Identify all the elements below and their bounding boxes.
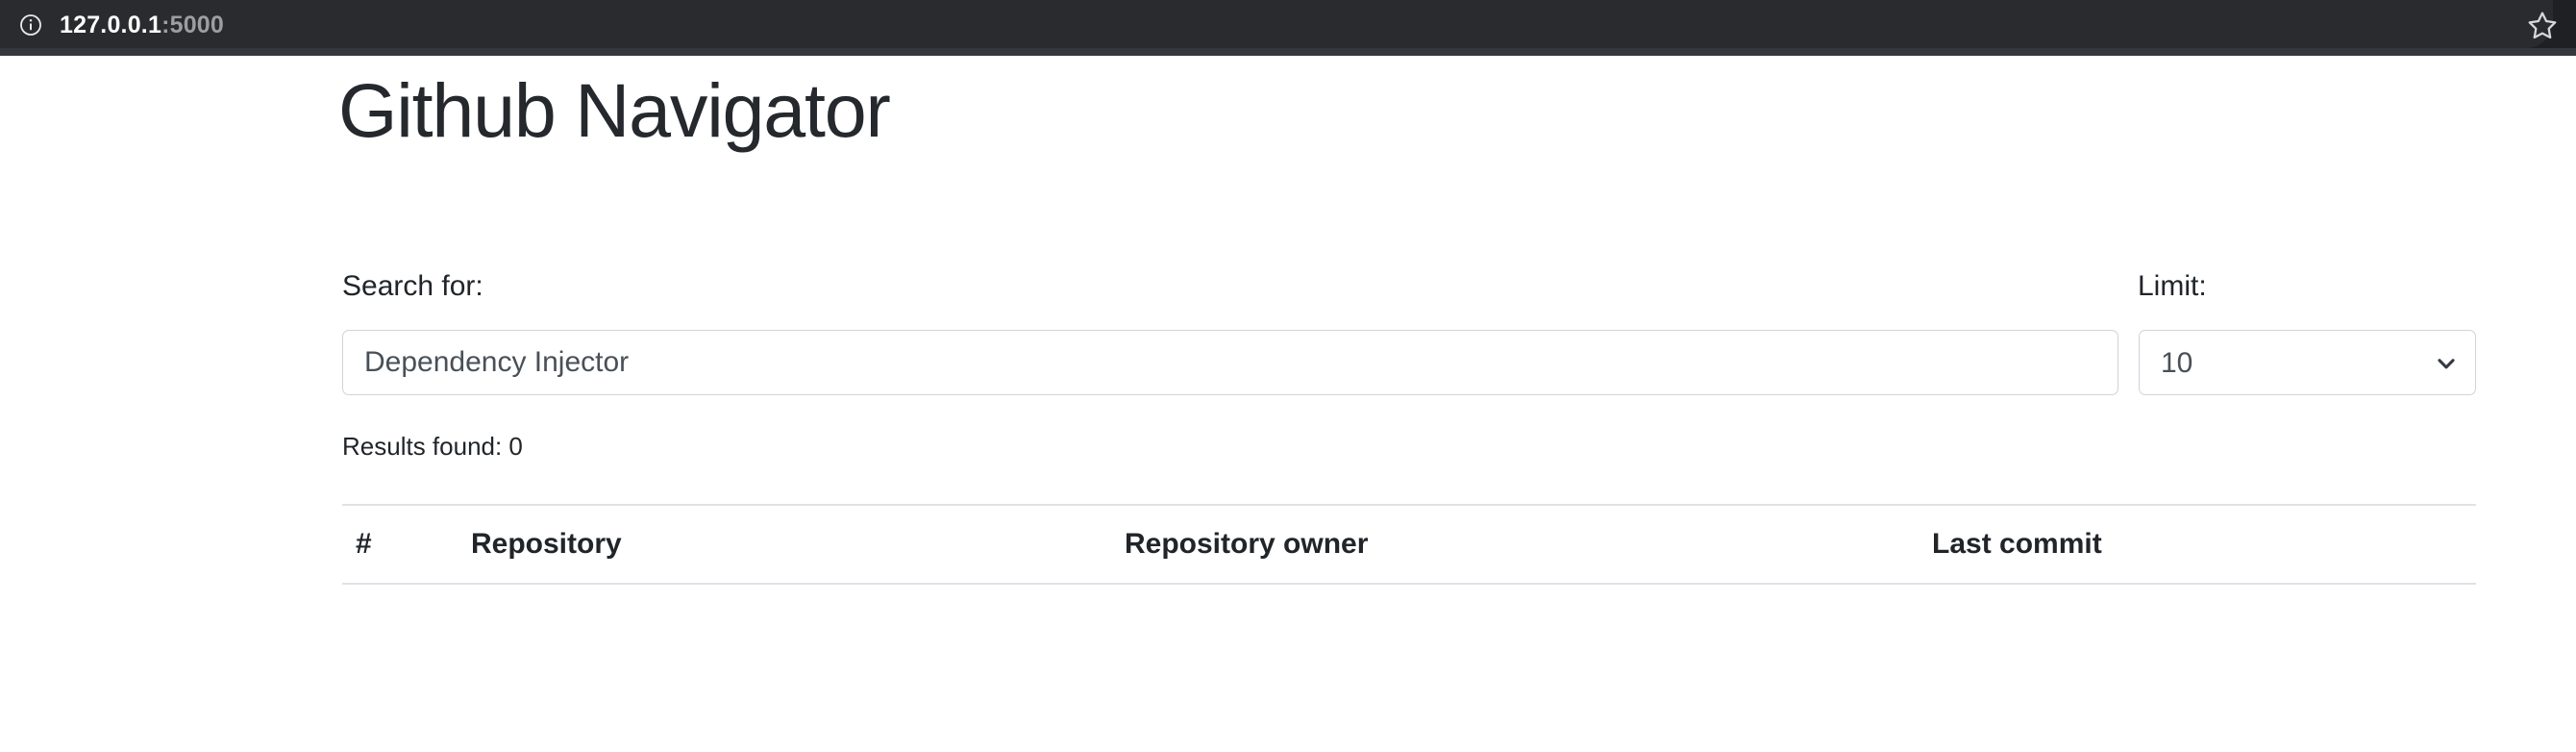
browser-toolbar: 127.0.0.1:5000	[0, 0, 2576, 56]
table-header-row: # Repository Repository owner Last commi…	[342, 504, 2476, 585]
results-table-head: # Repository Repository owner Last commi…	[342, 504, 2476, 585]
column-header-last-commit: Last commit	[1919, 504, 2476, 585]
limit-select[interactable]: 51020	[2139, 330, 2476, 395]
address-bar[interactable]: 127.0.0.1:5000	[0, 0, 2553, 48]
column-header-repository-owner: Repository owner	[1111, 504, 1919, 585]
limit-select-wrapper[interactable]: 51020	[2139, 330, 2476, 395]
search-input[interactable]	[342, 330, 2118, 395]
column-header-repository: Repository	[458, 504, 1111, 585]
page-title: Github Navigator	[338, 67, 891, 153]
url-host: 127.0.0.1	[60, 12, 162, 38]
page-content: Github Navigator Search for: Limit: 5102…	[0, 56, 2576, 752]
star-icon[interactable]	[2526, 10, 2559, 42]
toolbar-underline	[0, 48, 2576, 56]
results-found-text: Results found: 0	[342, 432, 523, 461]
url-text: 127.0.0.1:5000	[60, 12, 224, 38]
url-port: :5000	[161, 12, 225, 38]
search-label: Search for:	[342, 270, 483, 302]
limit-label: Limit:	[2138, 270, 2207, 302]
results-table: # Repository Repository owner Last commi…	[342, 504, 2476, 585]
info-circle-icon[interactable]	[19, 13, 42, 37]
column-header-number: #	[342, 504, 458, 585]
